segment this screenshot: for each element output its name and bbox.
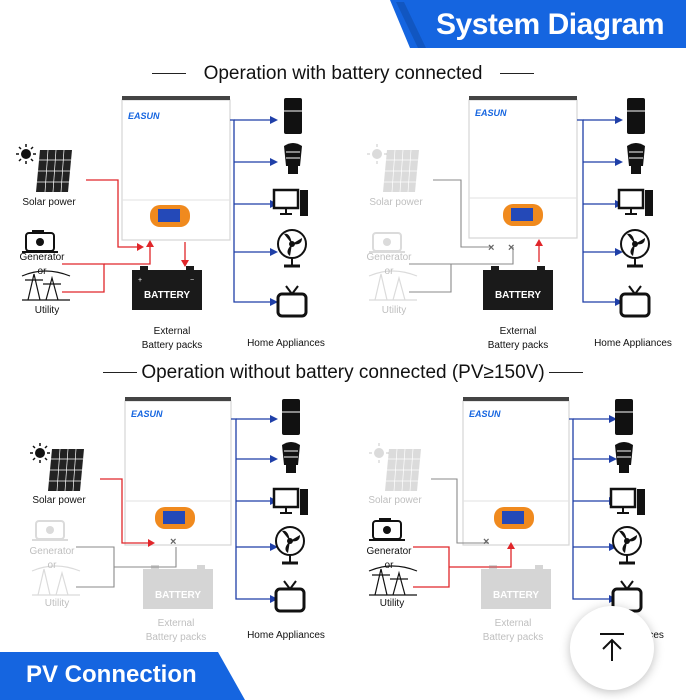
solar-panel-icon	[385, 448, 421, 492]
fan-icon	[275, 526, 305, 565]
tv-icon	[274, 580, 306, 613]
fridge-icon	[627, 98, 645, 134]
generator-icon	[369, 232, 405, 253]
solar-panel-icon	[48, 448, 84, 492]
brand-logo: EASUN	[469, 409, 501, 419]
scroll-to-top-button[interactable]	[570, 606, 654, 690]
utility-label: Utility	[44, 598, 70, 609]
solar-panel-icon	[383, 149, 419, 193]
brand-logo: EASUN	[131, 409, 163, 419]
battery-label: BATTERY	[155, 590, 201, 601]
home-appliances-label: Home Appliances	[594, 338, 672, 349]
utility-pylon-icon	[31, 565, 81, 596]
generator-icon	[22, 230, 58, 253]
fridge-icon	[282, 399, 300, 435]
computer-icon	[272, 487, 308, 515]
sun-icon	[369, 443, 389, 463]
tv-icon	[619, 285, 651, 318]
home-appliances-label: Home Appliances	[247, 630, 325, 641]
bulb-icon	[615, 442, 633, 473]
generator-icon	[369, 518, 405, 541]
svg-text:+: +	[138, 277, 142, 284]
svg-text:×: ×	[170, 536, 176, 548]
bulb-icon	[627, 143, 645, 174]
solar-power-label: Solar power	[22, 197, 76, 208]
utility-pylon-icon	[21, 270, 71, 301]
section-title-text: Operation with battery connected	[203, 63, 483, 84]
solar-panel-icon	[36, 149, 72, 193]
fan-icon	[620, 229, 650, 268]
sun-icon	[367, 144, 387, 164]
fan-icon	[277, 229, 307, 268]
brand-logo: EASUN	[475, 108, 507, 118]
fan-icon	[612, 526, 642, 565]
solar-power-label: Solar power	[369, 197, 423, 208]
computer-icon	[609, 487, 645, 515]
utility-pylon-icon	[368, 565, 418, 596]
battery-label: BATTERY	[144, 290, 190, 301]
fridge-icon	[615, 399, 633, 435]
solar-power-label: Solar power	[32, 495, 86, 506]
solar-power-label: Solar power	[368, 495, 422, 506]
section-title-no-battery: Operation without battery connected (PV≥…	[0, 362, 686, 384]
sun-icon	[30, 443, 50, 463]
utility-pylon-icon	[368, 270, 418, 301]
svg-text:×: ×	[488, 242, 494, 254]
computer-icon	[272, 188, 308, 216]
brand-logo: EASUN	[128, 111, 160, 121]
sun-icon	[16, 144, 36, 164]
home-appliances-label: Home Appliances	[247, 338, 325, 349]
computer-icon	[617, 188, 653, 216]
tv-icon	[276, 285, 308, 318]
battery-label: BATTERY	[493, 590, 539, 601]
fridge-icon	[284, 98, 302, 134]
header-banner	[390, 0, 686, 48]
footer-banner	[0, 652, 245, 700]
bulb-icon	[282, 442, 300, 473]
generator-icon	[32, 520, 68, 541]
arrow-up-icon	[600, 633, 624, 661]
utility-label: Utility	[381, 305, 407, 316]
svg-text:×: ×	[483, 536, 489, 548]
bulb-icon	[284, 143, 302, 174]
battery-label: BATTERY	[495, 290, 541, 301]
svg-text:×: ×	[508, 242, 514, 254]
diagram-battery-active: EASUN BATTERY + −	[0, 92, 343, 392]
footer-title: PV Connection	[26, 661, 197, 688]
page-title: System Diagram	[436, 8, 665, 41]
section-title-battery: Operation with battery connected	[0, 63, 686, 85]
svg-text:−: −	[190, 277, 194, 284]
section-title-text: Operation without battery connected (PV≥…	[141, 362, 545, 383]
utility-label: Utility	[379, 598, 405, 609]
utility-label: Utility	[34, 305, 60, 316]
